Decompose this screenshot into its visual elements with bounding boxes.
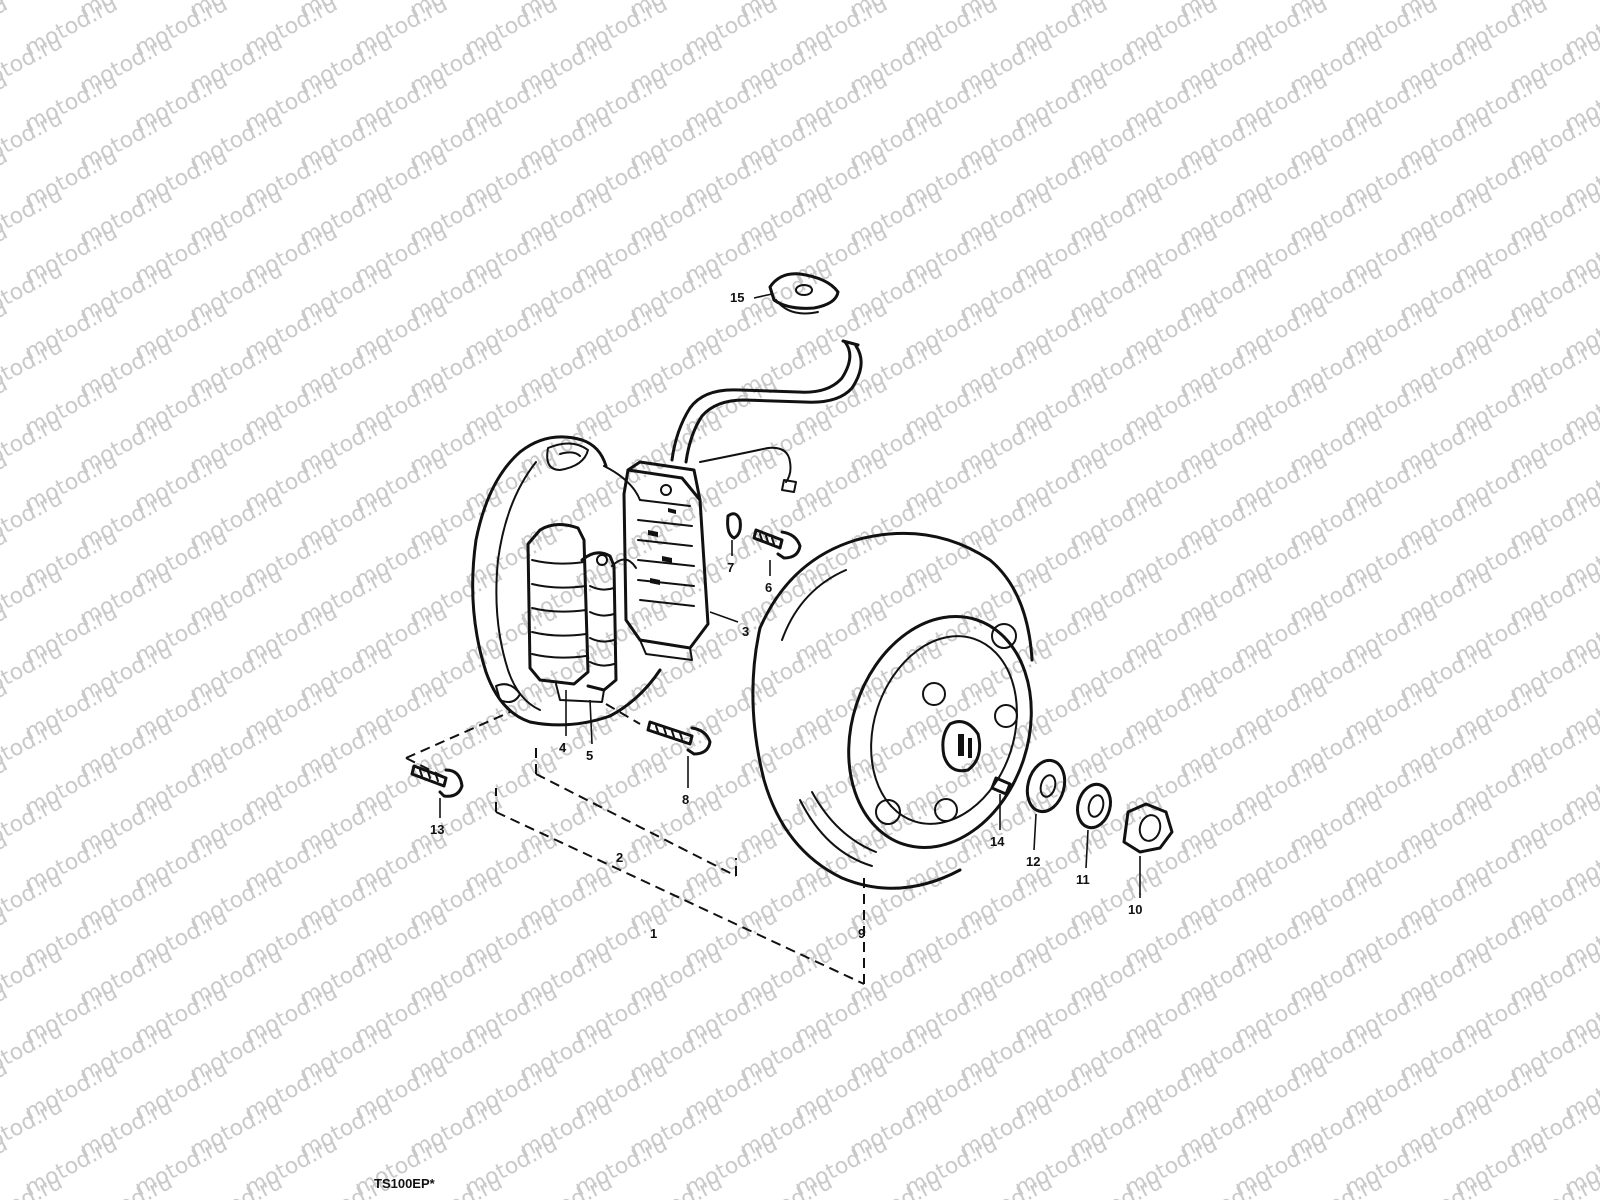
watermark-text: motod.ru <box>516 1170 617 1200</box>
watermark-text: motod.ru <box>0 0 12 61</box>
part-10-nut <box>1122 802 1174 854</box>
part-7-washer <box>726 512 742 540</box>
callout-7: 7 <box>727 560 734 575</box>
watermark-text: motod.ru <box>1286 1170 1387 1200</box>
assembly-brackets <box>405 703 865 985</box>
part-9-rotor <box>751 531 1034 890</box>
part-8-screw <box>646 720 712 756</box>
part-11-lock-washer <box>1076 782 1112 830</box>
leader-lines <box>439 293 1141 898</box>
wire-harness <box>670 339 863 493</box>
callout-13: 13 <box>430 822 444 837</box>
callout-4: 4 <box>559 740 567 755</box>
callout-14: 14 <box>990 834 1005 849</box>
callout-12: 12 <box>1026 854 1040 869</box>
watermark-text: motod.ru <box>736 1170 837 1200</box>
part-3-charging-coil <box>622 460 710 661</box>
watermark-text: motod.ru <box>186 1170 287 1200</box>
watermark-text: motod.ru <box>846 1170 947 1200</box>
part-12-washer <box>1025 758 1067 814</box>
watermark-text: motod.ru <box>1066 1170 1167 1200</box>
watermark-text: motod.ru <box>1396 1170 1497 1200</box>
part-14-key <box>990 776 1012 796</box>
model-caption: TS100EP* <box>374 1176 436 1191</box>
stator-plate <box>471 435 662 727</box>
watermark-text: motod.ru <box>1506 1170 1600 1200</box>
callout-9: 9 <box>858 926 865 941</box>
callout-10: 10 <box>1128 902 1142 917</box>
callout-6: 6 <box>765 580 772 595</box>
callout-8: 8 <box>682 792 689 807</box>
watermark-text: motod.ru <box>76 1170 177 1200</box>
watermark-text: motod.ru <box>1176 1170 1277 1200</box>
callout-5: 5 <box>586 748 593 763</box>
part-13-screw <box>410 764 464 798</box>
callout-11: 11 <box>1076 872 1090 887</box>
part-15-grommet <box>768 272 840 315</box>
watermark-text: motod.ru <box>956 1170 1057 1200</box>
part-6-screw <box>752 528 802 560</box>
callout-labels: 15 7 6 3 4 5 8 13 2 1 9 14 12 11 10 <box>430 290 1142 941</box>
callout-3: 3 <box>742 624 749 639</box>
watermark-text: motod.ru <box>626 1170 727 1200</box>
callout-2: 2 <box>616 850 623 865</box>
parts-4-5-ignition-coils <box>526 523 637 703</box>
callout-1: 1 <box>650 926 657 941</box>
callout-15: 15 <box>730 290 744 305</box>
